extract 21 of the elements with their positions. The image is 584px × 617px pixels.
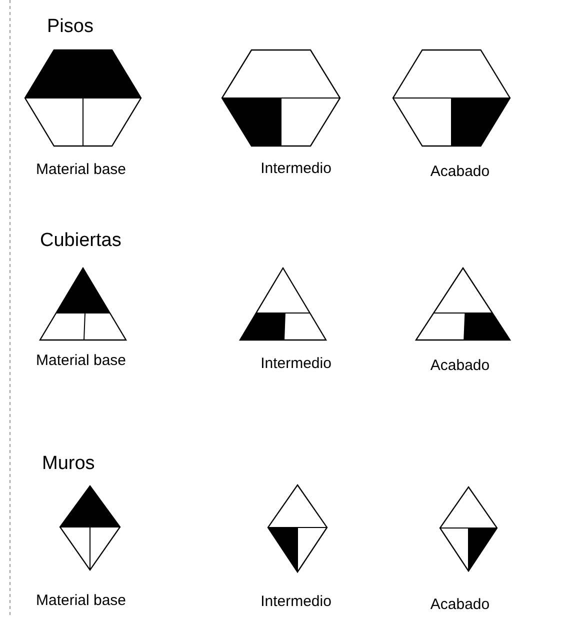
hexagon-symbol bbox=[222, 50, 340, 146]
symbol-caption: Intermedio bbox=[260, 355, 332, 372]
symbol-caption: Intermedio bbox=[260, 593, 332, 610]
symbol-caption: Material base bbox=[36, 352, 126, 369]
symbol-caption: Material base bbox=[36, 161, 126, 178]
triangle-symbol bbox=[240, 268, 326, 340]
diamond-symbol bbox=[60, 486, 120, 570]
symbol-caption: Acabado bbox=[430, 596, 490, 613]
section-heading: Muros bbox=[42, 453, 95, 475]
symbol-caption: Acabado bbox=[430, 163, 490, 180]
hexagon-symbol bbox=[25, 50, 141, 146]
symbol-caption: Acabado bbox=[430, 357, 490, 374]
symbol-caption: Intermedio bbox=[260, 160, 332, 177]
section-heading: Pisos bbox=[47, 16, 94, 38]
symbol-caption: Material base bbox=[36, 592, 126, 609]
hexagon-symbol bbox=[393, 50, 510, 146]
diamond-symbol bbox=[268, 485, 327, 572]
triangle-symbol bbox=[416, 268, 510, 340]
diamond-symbol bbox=[440, 487, 497, 571]
triangle-symbol bbox=[40, 268, 126, 340]
section-heading: Cubiertas bbox=[40, 230, 122, 252]
